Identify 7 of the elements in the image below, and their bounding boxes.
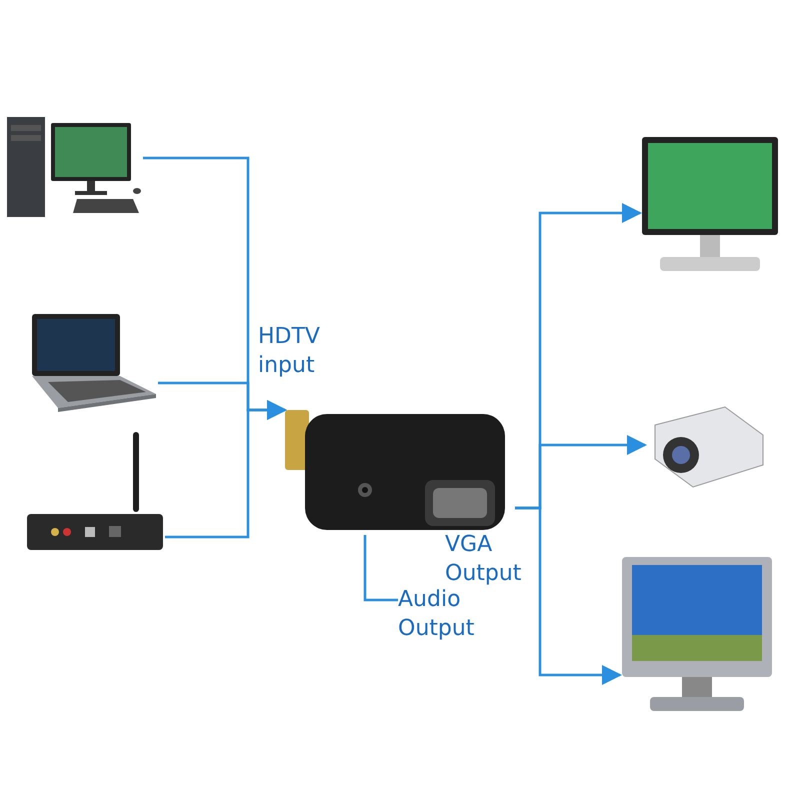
leader-line bbox=[364, 535, 398, 602]
desktop-computer-drawing bbox=[5, 115, 143, 220]
input-label: HDTV input bbox=[258, 323, 321, 380]
connector-arrow bbox=[515, 506, 622, 685]
output-label: VGA Output bbox=[445, 531, 522, 588]
connector-arrow bbox=[165, 400, 287, 538]
port-label: Audio Output bbox=[398, 585, 498, 643]
